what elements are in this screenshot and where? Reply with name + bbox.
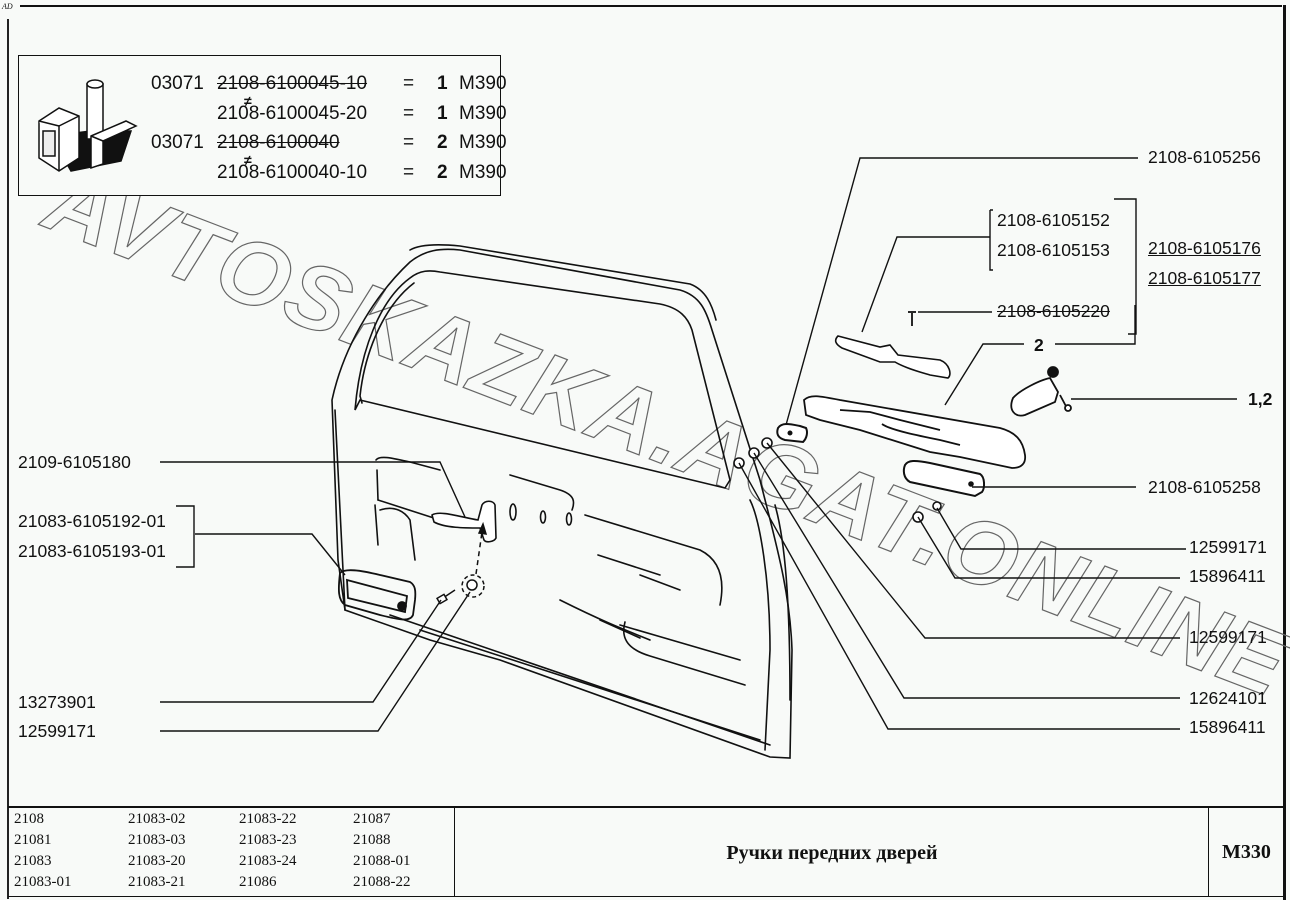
sheet-reference: M390 xyxy=(459,162,507,183)
diagram-title-cell: Ручки передних дверей xyxy=(456,808,1209,896)
callout-2108-6105176[interactable]: 2108-6105176 xyxy=(1148,238,1261,258)
model-item: 21083-23 xyxy=(239,832,297,848)
leader-lines xyxy=(160,157,1237,732)
model-item: 21083-01 xyxy=(14,874,72,890)
callout-2108-6105177[interactable]: 2108-6105177 xyxy=(1148,268,1261,288)
callout-kit-1-2[interactable]: 1,2 xyxy=(1248,389,1273,409)
sheet-reference: M390 xyxy=(459,73,507,94)
model-item: 21083-24 xyxy=(239,853,297,869)
frame-left-border xyxy=(7,19,9,899)
model-item: 21087 xyxy=(353,811,391,827)
sheet-reference: M390 xyxy=(459,103,507,124)
title-block: 2108 21081 21083 21083-01 21083-02 21083… xyxy=(8,806,1283,897)
handle-gasket-2108-6105256 xyxy=(776,423,808,444)
washer-12599171 xyxy=(461,521,488,598)
outer-door-handle xyxy=(803,395,1027,469)
model-item: 21088 xyxy=(353,832,391,848)
kit-box-icon xyxy=(38,79,138,172)
callout-2108-6105152[interactable]: 2108-6105152 xyxy=(997,210,1110,230)
model-item: 21083-02 xyxy=(128,811,186,827)
quantity: 1 xyxy=(437,73,448,94)
watermark-text: AVTOSKAZKA.AGAT.ONLINE xyxy=(31,148,1290,717)
kit-info-box: 03071 2108-6100045-10 = 1 M390 ≠ 2108-61… xyxy=(18,55,507,196)
equals-sign: = xyxy=(403,162,415,183)
callout-21083-6105193-01[interactable]: 21083-6105193-01 xyxy=(18,541,166,561)
callout-13273901[interactable]: 13273901 xyxy=(18,692,96,712)
callout-12599171[interactable]: 12599171 xyxy=(18,721,96,741)
equals-sign: = xyxy=(403,73,415,94)
kit-code: 03071 xyxy=(151,132,204,153)
model-item: 21088-22 xyxy=(353,874,411,890)
model-item: 21083-21 xyxy=(128,874,186,890)
bracket-21083 xyxy=(176,505,195,568)
inner-door-handle xyxy=(431,500,497,543)
model-list: 2108 21081 21083 21083-01 21083-02 21083… xyxy=(8,808,455,896)
model-item: 2108 xyxy=(14,811,44,827)
lock-cylinder xyxy=(1010,366,1072,417)
sheet-code: M330 xyxy=(1222,840,1271,863)
handle-screw-2108-6105220 xyxy=(908,311,916,326)
callout-2108-6105220[interactable]: 2108-6105220 xyxy=(997,301,1110,321)
watermark: AVTOSKAZKA.AGAT.ONLINE xyxy=(30,147,1290,717)
part-number-old: 2108-6100045-10 xyxy=(217,73,368,94)
part-number-new: 2108-6100040-10 xyxy=(217,162,368,183)
door-panel xyxy=(331,244,793,759)
not-equal-icon: ≠ xyxy=(244,93,252,109)
outer-handle-lever xyxy=(834,335,951,379)
callout-12624101[interactable]: 12624101 xyxy=(1189,688,1267,708)
frame-top-border xyxy=(20,5,1282,7)
callout-2108-6105256[interactable]: 2108-6105256 xyxy=(1148,147,1261,167)
model-item: 21083-20 xyxy=(128,853,186,869)
callout-2108-6105153[interactable]: 2108-6105153 xyxy=(997,240,1110,260)
not-equal-icon: ≠ xyxy=(244,152,252,168)
equals-sign: = xyxy=(403,132,415,153)
model-item: 21083 xyxy=(14,853,52,869)
equals-sign: = xyxy=(403,103,415,124)
callout-12599171-b[interactable]: 12599171 xyxy=(1189,627,1267,647)
handle-gasket-2108-6105258 xyxy=(902,459,986,498)
corner-mark: AD xyxy=(2,2,13,11)
model-item: 21083-03 xyxy=(128,832,186,848)
callout-21083-6105192-01[interactable]: 21083-6105192-01 xyxy=(18,511,166,531)
model-item: 21086 xyxy=(239,874,277,890)
model-item: 21081 xyxy=(14,832,52,848)
sheet-code-cell: M330 xyxy=(1210,808,1283,896)
part-number-new: 2108-6100045-20 xyxy=(217,103,368,124)
quantity: 2 xyxy=(437,132,448,153)
model-item: 21083-22 xyxy=(239,811,297,827)
model-item: 21088-01 xyxy=(353,853,411,869)
sheet-reference: M390 xyxy=(459,132,507,153)
kit-code: 03071 xyxy=(151,73,204,94)
handle-escutcheon xyxy=(337,569,417,621)
callout-15896411-a[interactable]: 15896411 xyxy=(1189,566,1266,586)
callout-kit-2[interactable]: 2 xyxy=(1034,335,1044,355)
callout-15896411-b[interactable]: 15896411 xyxy=(1189,717,1266,737)
quantity: 2 xyxy=(437,162,448,183)
frame-right-border xyxy=(1283,5,1286,900)
part-number-old: 2108-6100040 xyxy=(217,132,340,153)
diagram-title: Ручки передних дверей xyxy=(726,841,938,864)
callout-12599171-a[interactable]: 12599171 xyxy=(1189,537,1267,557)
quantity: 1 xyxy=(437,103,448,124)
callout-2108-6105258[interactable]: 2108-6105258 xyxy=(1148,477,1261,497)
callout-2109-6105180[interactable]: 2109-6105180 xyxy=(18,452,131,472)
